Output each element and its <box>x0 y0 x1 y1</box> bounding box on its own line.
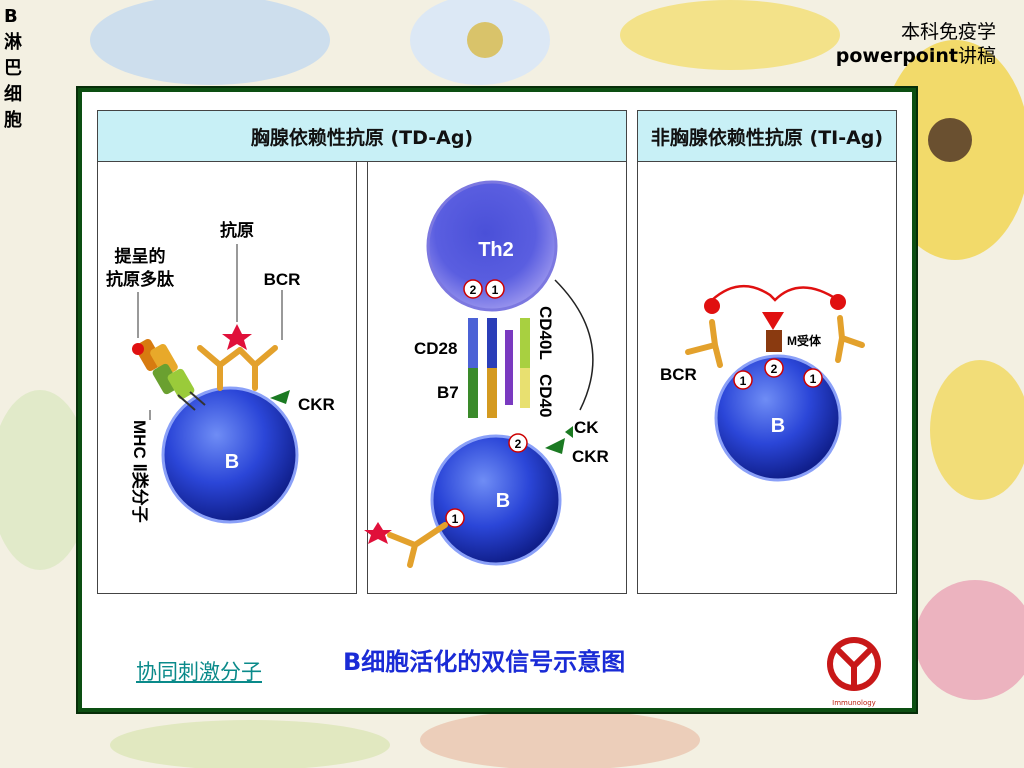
corner-title-char: 巴 <box>4 58 22 79</box>
corner-title-char: 淋 <box>4 32 22 53</box>
td-header: 胸腺依赖性抗原 (TD-Ag) <box>97 110 627 162</box>
panel-td-middle <box>367 161 627 594</box>
corner-title: B 淋 巴 细 胞 <box>4 4 38 134</box>
costimulatory-molecule-link[interactable]: 协同刺激分子 <box>136 660 262 684</box>
immunology-logo: Immunology <box>824 634 884 708</box>
logo-text: Immunology <box>832 699 876 707</box>
corner-title-char: 胞 <box>4 110 22 131</box>
ti-title: 非胸腺依赖性抗原 (TI-Ag) <box>650 126 884 149</box>
course-subtitle-bold: powerpoint <box>835 45 958 67</box>
slide-caption: B细胞活化的双信号示意图 <box>343 648 626 676</box>
corner-title-char: B <box>4 6 18 27</box>
immunology-logo-icon <box>827 637 881 691</box>
course-header: 本科免疫学 powerpoint讲稿 <box>836 20 996 68</box>
panel-ti <box>637 161 897 594</box>
course-subtitle-rest: 讲稿 <box>957 45 996 67</box>
course-title: 本科免疫学 <box>900 21 996 43</box>
ti-header: 非胸腺依赖性抗原 (TI-Ag) <box>637 110 897 162</box>
panel-td-left <box>97 161 357 594</box>
td-title: 胸腺依赖性抗原 (TD-Ag) <box>250 126 474 149</box>
corner-title-char: 细 <box>4 84 22 105</box>
